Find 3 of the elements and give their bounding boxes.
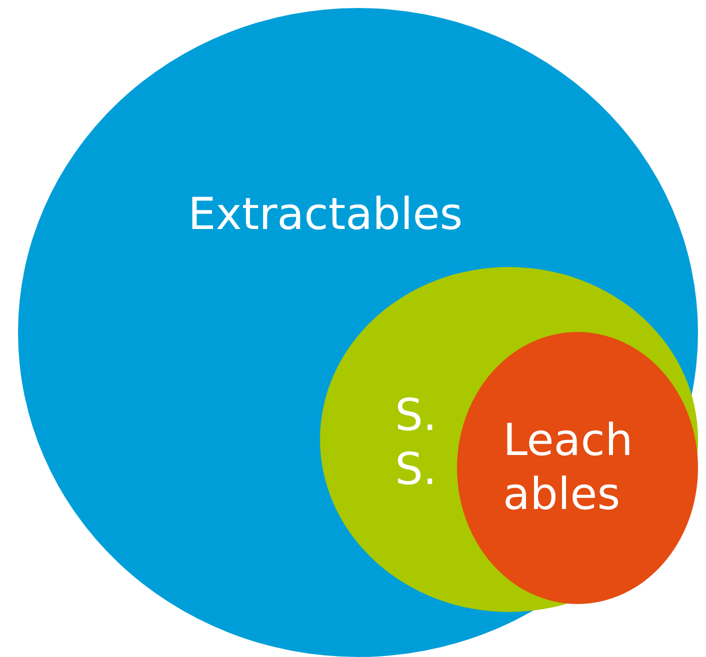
set-label: Leach ables <box>503 414 634 522</box>
set-label: S. S. <box>395 389 438 497</box>
set-label: Extractables <box>188 188 464 242</box>
